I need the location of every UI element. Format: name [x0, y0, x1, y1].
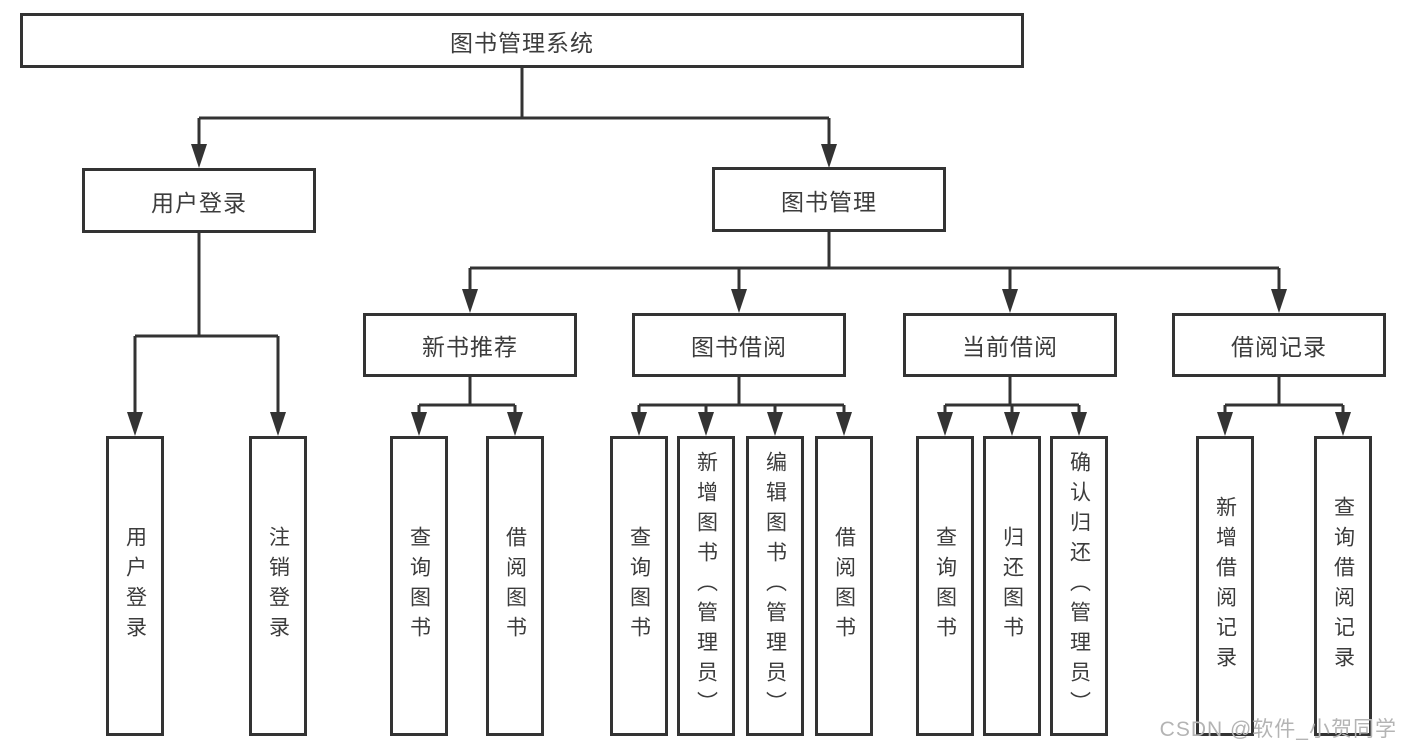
leaf-label: 编辑图书（管理员）	[763, 451, 787, 721]
leaf-label: 确认归还（管理员）	[1067, 451, 1091, 721]
node-user-login: 用户登录	[82, 168, 316, 233]
leaf-label: 用户登录	[123, 526, 147, 646]
node-label: 当前借阅	[962, 334, 1058, 360]
leaf-add-books-admin: 新增图书（管理员）	[677, 436, 735, 736]
leaf-query-books: 查询图书	[610, 436, 668, 736]
node-label: 新书推荐	[422, 334, 518, 360]
leaf-borrow-books: 借阅图书	[815, 436, 873, 736]
leaf-logout: 注销登录	[249, 436, 307, 736]
node-label: 图书管理系统	[450, 29, 594, 56]
leaf-query-books: 查询图书	[916, 436, 974, 736]
node-book-borrowing: 图书借阅	[632, 313, 846, 377]
leaf-return-books: 归还图书	[983, 436, 1041, 736]
leaf-label: 归还图书	[1000, 526, 1024, 646]
node-label: 图书管理	[781, 188, 877, 215]
node-label: 图书借阅	[691, 334, 787, 360]
node-current-borrowing: 当前借阅	[903, 313, 1117, 377]
leaf-edit-books-admin: 编辑图书（管理员）	[746, 436, 804, 736]
leaf-borrow-books: 借阅图书	[486, 436, 544, 736]
leaf-label: 借阅图书	[503, 526, 527, 646]
leaf-label: 查询图书	[627, 526, 651, 646]
leaf-label: 查询图书	[933, 526, 957, 646]
leaf-label: 新增图书（管理员）	[694, 451, 718, 721]
leaf-add-borrow-record: 新增借阅记录	[1196, 436, 1254, 736]
csdn-watermark: CSDN @软件_小贺同学	[1159, 718, 1397, 741]
node-label: 用户登录	[151, 189, 247, 216]
node-book-management: 图书管理	[712, 167, 946, 232]
leaf-label: 查询图书	[407, 526, 431, 646]
node-borrowing-records: 借阅记录	[1172, 313, 1386, 377]
node-label: 借阅记录	[1231, 334, 1327, 360]
leaf-query-books: 查询图书	[390, 436, 448, 736]
leaf-label: 注销登录	[266, 526, 290, 646]
leaf-user-login: 用户登录	[106, 436, 164, 736]
leaf-label: 借阅图书	[832, 526, 856, 646]
leaf-label: 新增借阅记录	[1213, 496, 1237, 676]
leaf-confirm-return-admin: 确认归还（管理员）	[1050, 436, 1108, 736]
node-new-book-recommendation: 新书推荐	[363, 313, 577, 377]
leaf-label: 查询借阅记录	[1331, 496, 1355, 676]
leaf-query-borrow-record: 查询借阅记录	[1314, 436, 1372, 736]
node-library-system: 图书管理系统	[20, 13, 1024, 68]
